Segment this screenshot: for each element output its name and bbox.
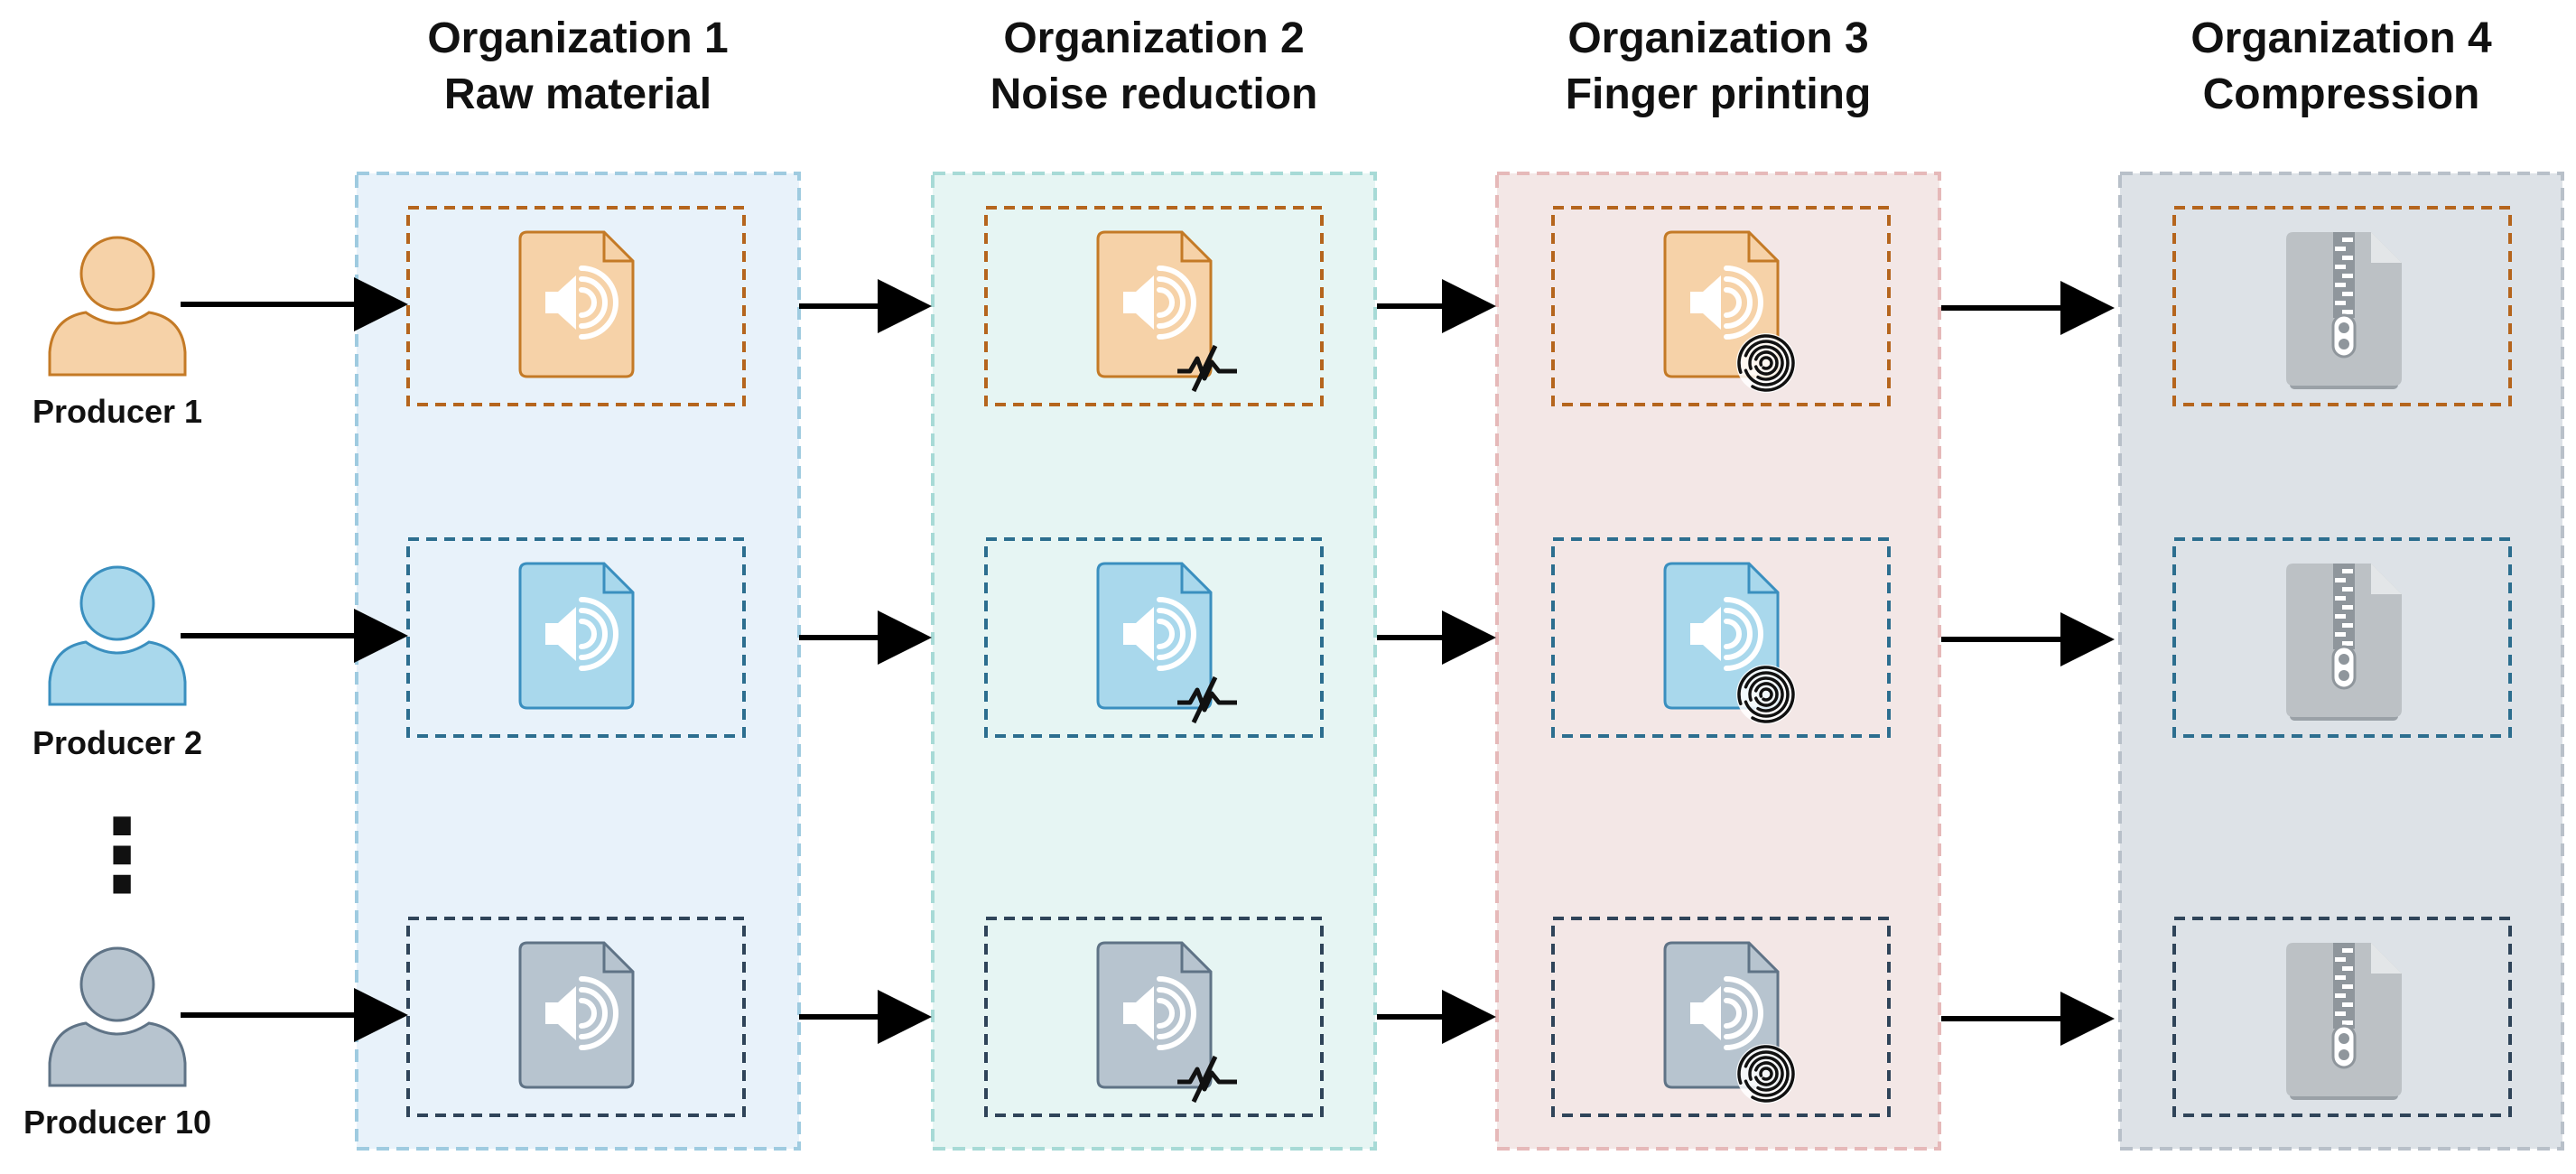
cell-border bbox=[984, 537, 1324, 738]
speaker-icon bbox=[545, 275, 576, 330]
audio-file-icon bbox=[1096, 562, 1213, 710]
pipeline-cell bbox=[984, 206, 1324, 406]
organization-role: Compression bbox=[2203, 70, 2480, 118]
pipeline-cell bbox=[984, 917, 1324, 1117]
zip-file-icon bbox=[2286, 232, 2402, 389]
pipeline-cell bbox=[1551, 206, 1891, 406]
pipeline-cell bbox=[406, 206, 746, 406]
organization-role: Raw material bbox=[444, 70, 711, 118]
cell-border bbox=[2172, 917, 2512, 1117]
pipeline-cell bbox=[2172, 206, 2512, 406]
fingerprint-icon bbox=[1736, 333, 1796, 393]
producer-label: Producer 2 bbox=[33, 724, 202, 761]
cell-border bbox=[2172, 206, 2512, 406]
speaker-icon bbox=[1690, 986, 1721, 1040]
producer-label: Producer 10 bbox=[23, 1104, 211, 1141]
pipeline-cell bbox=[1551, 537, 1891, 738]
cell-border bbox=[1551, 537, 1891, 738]
cell-border bbox=[406, 206, 746, 406]
speaker-icon bbox=[1123, 607, 1154, 661]
speaker-icon bbox=[1690, 275, 1721, 330]
cell-border bbox=[2172, 537, 2512, 738]
cell-border bbox=[984, 206, 1324, 406]
pipeline-cell bbox=[2172, 537, 2512, 738]
organization-name: Organization 1 bbox=[427, 14, 728, 62]
user-icon bbox=[48, 236, 187, 377]
organization-name: Organization 4 bbox=[2190, 14, 2492, 62]
organization-role: Noise reduction bbox=[990, 70, 1318, 118]
noise-reduction-icon bbox=[1177, 1055, 1237, 1104]
cell-border bbox=[406, 537, 746, 738]
fingerprint-icon bbox=[1736, 665, 1796, 724]
speaker-icon bbox=[1123, 275, 1154, 330]
speaker-icon bbox=[545, 986, 576, 1040]
producer-ellipsis: ⋮ bbox=[72, 797, 172, 913]
cell-border bbox=[1551, 206, 1891, 406]
zip-file-icon bbox=[2286, 943, 2402, 1100]
noise-reduction-icon bbox=[1177, 676, 1237, 724]
speaker-icon bbox=[1690, 607, 1721, 661]
zip-file-icon bbox=[2286, 564, 2402, 721]
audio-file-icon bbox=[1096, 941, 1213, 1089]
user-icon bbox=[48, 946, 187, 1087]
pipeline-cell bbox=[1551, 917, 1891, 1117]
organization-name: Organization 2 bbox=[1003, 14, 1304, 62]
cell-border bbox=[984, 917, 1324, 1117]
cell-border bbox=[406, 917, 746, 1117]
fingerprint-icon bbox=[1736, 1044, 1796, 1104]
speaker-icon bbox=[1123, 986, 1154, 1040]
organization-name: Organization 3 bbox=[1567, 14, 1868, 62]
audio-file-icon bbox=[1096, 230, 1213, 378]
audio-file-icon bbox=[518, 230, 635, 378]
pipeline-cell bbox=[406, 917, 746, 1117]
producer-label: Producer 1 bbox=[33, 393, 202, 430]
pipeline-cell bbox=[984, 537, 1324, 738]
noise-reduction-icon bbox=[1177, 344, 1237, 393]
cell-border bbox=[1551, 917, 1891, 1117]
user-icon bbox=[48, 565, 187, 706]
audio-file-icon bbox=[518, 941, 635, 1089]
speaker-icon bbox=[545, 607, 576, 661]
pipeline-cell bbox=[2172, 917, 2512, 1117]
pipeline-cell bbox=[406, 537, 746, 738]
audio-file-icon bbox=[518, 562, 635, 710]
organization-role: Finger printing bbox=[1566, 70, 1872, 118]
